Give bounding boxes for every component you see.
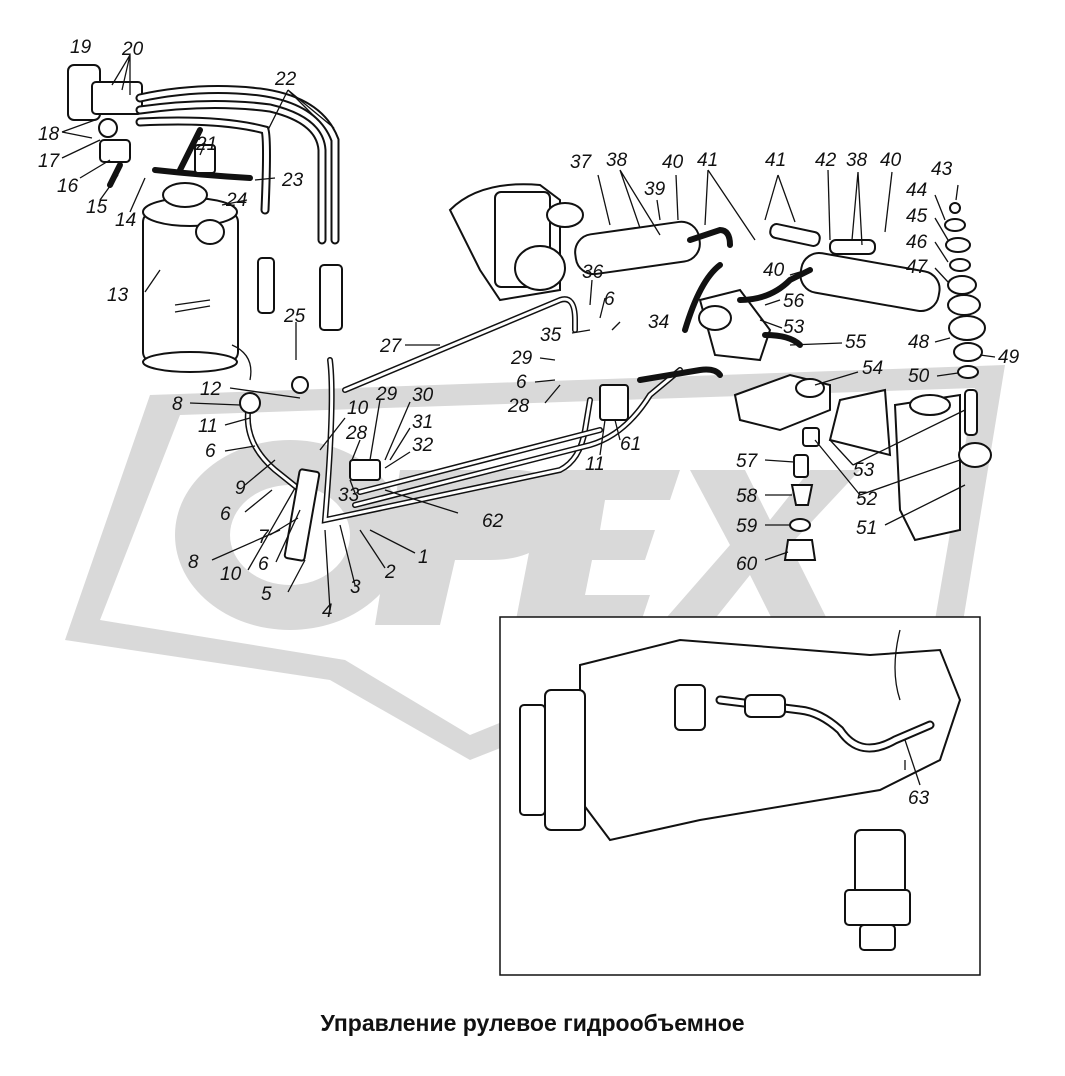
label-40b: 40	[880, 150, 902, 171]
label-29b: 29	[510, 348, 533, 369]
label-44: 44	[906, 180, 927, 201]
label-30: 30	[412, 385, 434, 406]
label-54: 54	[862, 358, 883, 379]
label-28a: 28	[345, 423, 368, 444]
label-53a: 53	[783, 317, 805, 338]
label-3: 3	[350, 577, 361, 598]
label-16: 16	[57, 176, 79, 197]
label-14: 14	[115, 210, 136, 231]
label-6b: 6	[220, 504, 231, 525]
label-6a: 6	[205, 441, 216, 462]
label-37: 37	[570, 152, 593, 173]
leader-lines	[61, 54, 996, 786]
label-32: 32	[412, 435, 434, 456]
label-25: 25	[283, 306, 306, 327]
label-1: 1	[418, 547, 429, 568]
label-41b: 41	[765, 150, 786, 171]
label-61: 61	[620, 434, 641, 455]
label-60: 60	[736, 554, 758, 575]
label-19: 19	[70, 37, 92, 58]
label-53b: 53	[853, 460, 875, 481]
figure-caption: Управление рулевое гидрообъемное	[320, 1010, 745, 1036]
bracket-and-knuckle	[733, 373, 992, 542]
inset-view	[499, 616, 981, 976]
label-59: 59	[736, 516, 758, 537]
oil-tank	[142, 182, 252, 381]
label-33: 33	[338, 485, 360, 506]
label-35: 35	[540, 325, 562, 346]
label-8b: 8	[188, 552, 199, 573]
label-17: 17	[38, 151, 61, 172]
label-36: 36	[582, 262, 604, 283]
label-39: 39	[644, 179, 666, 200]
label-2: 2	[384, 562, 396, 583]
label-21: 21	[195, 134, 217, 155]
label-10a: 10	[220, 564, 242, 585]
label-40c: 40	[763, 260, 785, 281]
label-6c: 6	[258, 554, 269, 575]
label-47: 47	[906, 257, 929, 278]
label-28b: 28	[507, 396, 530, 417]
label-57: 57	[736, 451, 759, 472]
label-34: 34	[648, 312, 669, 333]
label-6e: 6	[604, 289, 615, 310]
watermark-p-letter	[375, 470, 564, 625]
upper-hoses	[135, 85, 343, 331]
label-62: 62	[482, 511, 504, 532]
watermark-e-letter	[515, 470, 680, 625]
label-13: 13	[107, 285, 129, 306]
label-24: 24	[225, 190, 247, 211]
label-27: 27	[379, 336, 403, 357]
label-52: 52	[856, 489, 878, 510]
fastener-parts	[783, 454, 817, 561]
label-42: 42	[815, 150, 837, 171]
label-23: 23	[281, 170, 304, 191]
label-56: 56	[783, 291, 805, 312]
label-7: 7	[258, 527, 270, 548]
label-6d: 6	[516, 372, 527, 393]
label-38a: 38	[606, 150, 628, 171]
label-55: 55	[845, 332, 867, 353]
label-31: 31	[412, 412, 433, 433]
label-12: 12	[200, 379, 222, 400]
label-8a: 8	[172, 394, 183, 415]
label-10b: 10	[347, 398, 369, 419]
pressure-pipes	[239, 296, 683, 562]
watermark-x-letter	[660, 470, 860, 625]
label-9: 9	[235, 478, 246, 499]
steering-gear-assembly	[448, 183, 941, 383]
label-41a: 41	[697, 150, 718, 171]
label-22: 22	[274, 69, 297, 90]
label-63: 63	[908, 788, 930, 809]
label-49: 49	[998, 347, 1020, 368]
label-46: 46	[906, 232, 928, 253]
label-43: 43	[931, 159, 953, 180]
label-58: 58	[736, 486, 758, 507]
label-11b: 11	[585, 454, 605, 475]
label-5: 5	[261, 584, 272, 605]
part-labels: 19 20 18 17 16 15 14 21 22 23 24 13 25 2…	[38, 37, 1020, 809]
label-48: 48	[908, 332, 930, 353]
label-38b: 38	[846, 150, 868, 171]
label-4: 4	[322, 601, 333, 622]
label-50: 50	[908, 366, 930, 387]
label-18: 18	[38, 124, 60, 145]
ball-joint-stack	[944, 202, 986, 379]
steering-control-unit	[67, 64, 143, 188]
label-51: 51	[856, 518, 877, 539]
label-20: 20	[121, 39, 144, 60]
label-11a: 11	[198, 416, 218, 437]
label-45: 45	[906, 206, 928, 227]
label-15: 15	[86, 197, 108, 218]
label-40a: 40	[662, 152, 684, 173]
label-29a: 29	[375, 384, 398, 405]
